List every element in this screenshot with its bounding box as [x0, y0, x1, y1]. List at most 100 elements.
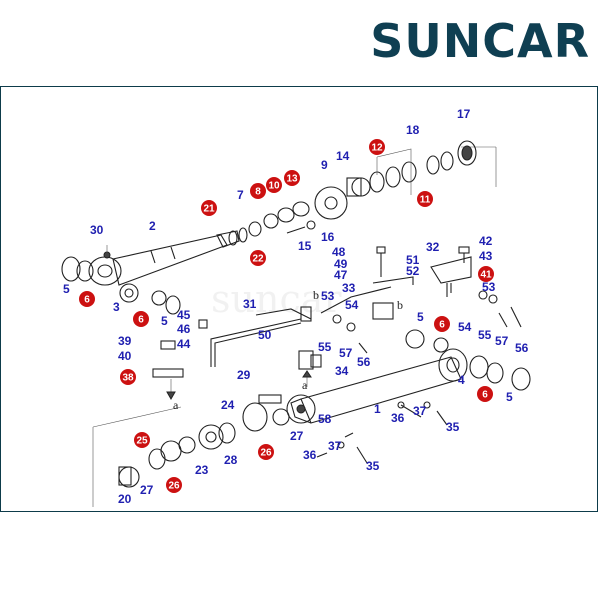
highlight-marker — [478, 266, 494, 282]
part-number-label: 36 — [391, 411, 405, 425]
part-number-label: 49 — [334, 257, 348, 271]
part-number-label: 18 — [406, 123, 420, 137]
part-number-label: 52 — [406, 264, 420, 278]
highlight-number: 11 — [420, 195, 431, 206]
reference-letter: a — [173, 398, 179, 412]
highlight-number: 22 — [252, 254, 264, 265]
part-number-label: 29 — [237, 368, 251, 382]
highlight-marker — [134, 432, 150, 448]
part-number-label: 1 — [374, 402, 381, 416]
highlight-marker — [120, 369, 136, 385]
highlight-number: 38 — [122, 373, 134, 384]
part-number-label: 57 — [495, 334, 509, 348]
highlight-number: 6 — [482, 390, 488, 401]
part-number-label: 56 — [515, 341, 529, 355]
part-number-label: 5 — [63, 282, 70, 296]
part-number-label: 51 — [406, 253, 420, 267]
logo-c-mark: C — [482, 14, 517, 68]
highlight-number: 13 — [286, 174, 298, 185]
part-number-label: 42 — [479, 234, 493, 248]
highlight-marker — [166, 477, 182, 493]
part-number-label: 55 — [478, 328, 492, 342]
highlight-marker — [477, 386, 493, 402]
part-number-label: 50 — [258, 328, 272, 342]
part-number-label: 47 — [334, 268, 348, 282]
part-number-label: 16 — [321, 230, 335, 244]
highlight-number: 6 — [138, 315, 144, 326]
diagram-frame: suncar — [0, 86, 598, 512]
part-number-label: 3 — [113, 300, 120, 314]
highlight-number: 26 — [168, 481, 180, 492]
part-number-label: 44 — [177, 337, 191, 351]
part-number-label: 14 — [336, 149, 350, 163]
hose-lines — [210, 246, 522, 367]
lower-piston-group — [118, 394, 316, 488]
watermark-text: suncar — [211, 277, 342, 321]
highlight-number: 26 — [260, 448, 272, 459]
part-number-label: 15 — [298, 239, 312, 253]
part-number-label: 24 — [221, 398, 235, 412]
part-number-label: 5 — [417, 310, 424, 324]
highlight-marker — [434, 316, 450, 332]
highlight-marker — [369, 139, 385, 155]
part-number-label: 55 — [318, 340, 332, 354]
part-number-label: 27 — [140, 483, 154, 497]
part-number-label: 54 — [345, 298, 359, 312]
part-number-label: 54 — [458, 320, 472, 334]
part-number-label: 40 — [118, 349, 132, 363]
highlight-marker — [417, 191, 433, 207]
part-number-label: 2 — [149, 219, 156, 233]
reference-letter: b — [313, 288, 319, 302]
part-number-label: 45 — [177, 308, 191, 322]
guide-line-bottom-left — [92, 406, 182, 507]
highlight-number: 41 — [480, 270, 492, 281]
part-number-label: 20 — [118, 492, 132, 506]
highlight-number: 6 — [439, 320, 445, 331]
highlight-number: 10 — [268, 181, 280, 192]
part-number-label: 9 — [321, 158, 328, 172]
highlight-marker — [133, 311, 149, 327]
part-number-label: 31 — [243, 297, 257, 311]
brand-name-left: SUN — [370, 14, 483, 68]
part-number-label: 53 — [482, 280, 496, 294]
highlight-marker — [284, 170, 300, 186]
part-number-label: 46 — [177, 322, 191, 336]
part-number-label: 34 — [335, 364, 349, 378]
part-number-label: 32 — [426, 240, 440, 254]
highlight-marker — [250, 183, 266, 199]
part-number-label: 4 — [458, 373, 465, 387]
part-number-label: 36 — [303, 448, 317, 462]
highlight-number: 6 — [84, 295, 90, 306]
highlight-number: 12 — [371, 143, 383, 154]
part-number-label: 37 — [413, 404, 427, 418]
highlight-number: 25 — [136, 436, 148, 447]
part-number-label: 56 — [357, 355, 371, 369]
part-number-label: 33 — [342, 281, 356, 295]
part-number-label: 35 — [366, 459, 380, 473]
part-number-label: 30 — [90, 223, 104, 237]
highlight-marker — [258, 444, 274, 460]
highlight-number: 8 — [255, 187, 261, 198]
part-number-label: 23 — [195, 463, 209, 477]
left-bushing-group — [119, 283, 208, 401]
reference-letter: a — [302, 378, 308, 392]
part-number-label: 53 — [321, 289, 335, 303]
part-number-label: 35 — [446, 420, 460, 434]
part-number-label: 37 — [328, 439, 342, 453]
upper-rod-assembly — [61, 140, 477, 286]
reference-letter: b — [397, 298, 403, 312]
highlight-marker — [266, 177, 282, 193]
brand-logo: SUNCAR — [370, 18, 590, 64]
part-number-label: 5 — [506, 390, 513, 404]
part-number-label: 7 — [237, 188, 244, 202]
brand-name-right: AR — [516, 14, 590, 68]
exploded-parts-diagram: a a b b 30253545463940447914151617184849… — [61, 107, 531, 507]
part-number-label: 27 — [290, 429, 304, 443]
highlight-marker — [79, 291, 95, 307]
part-number-label: 17 — [457, 107, 471, 121]
highlight-marker — [250, 250, 266, 266]
part-number-label: 5 — [161, 314, 168, 328]
part-number-label: 28 — [224, 453, 238, 467]
